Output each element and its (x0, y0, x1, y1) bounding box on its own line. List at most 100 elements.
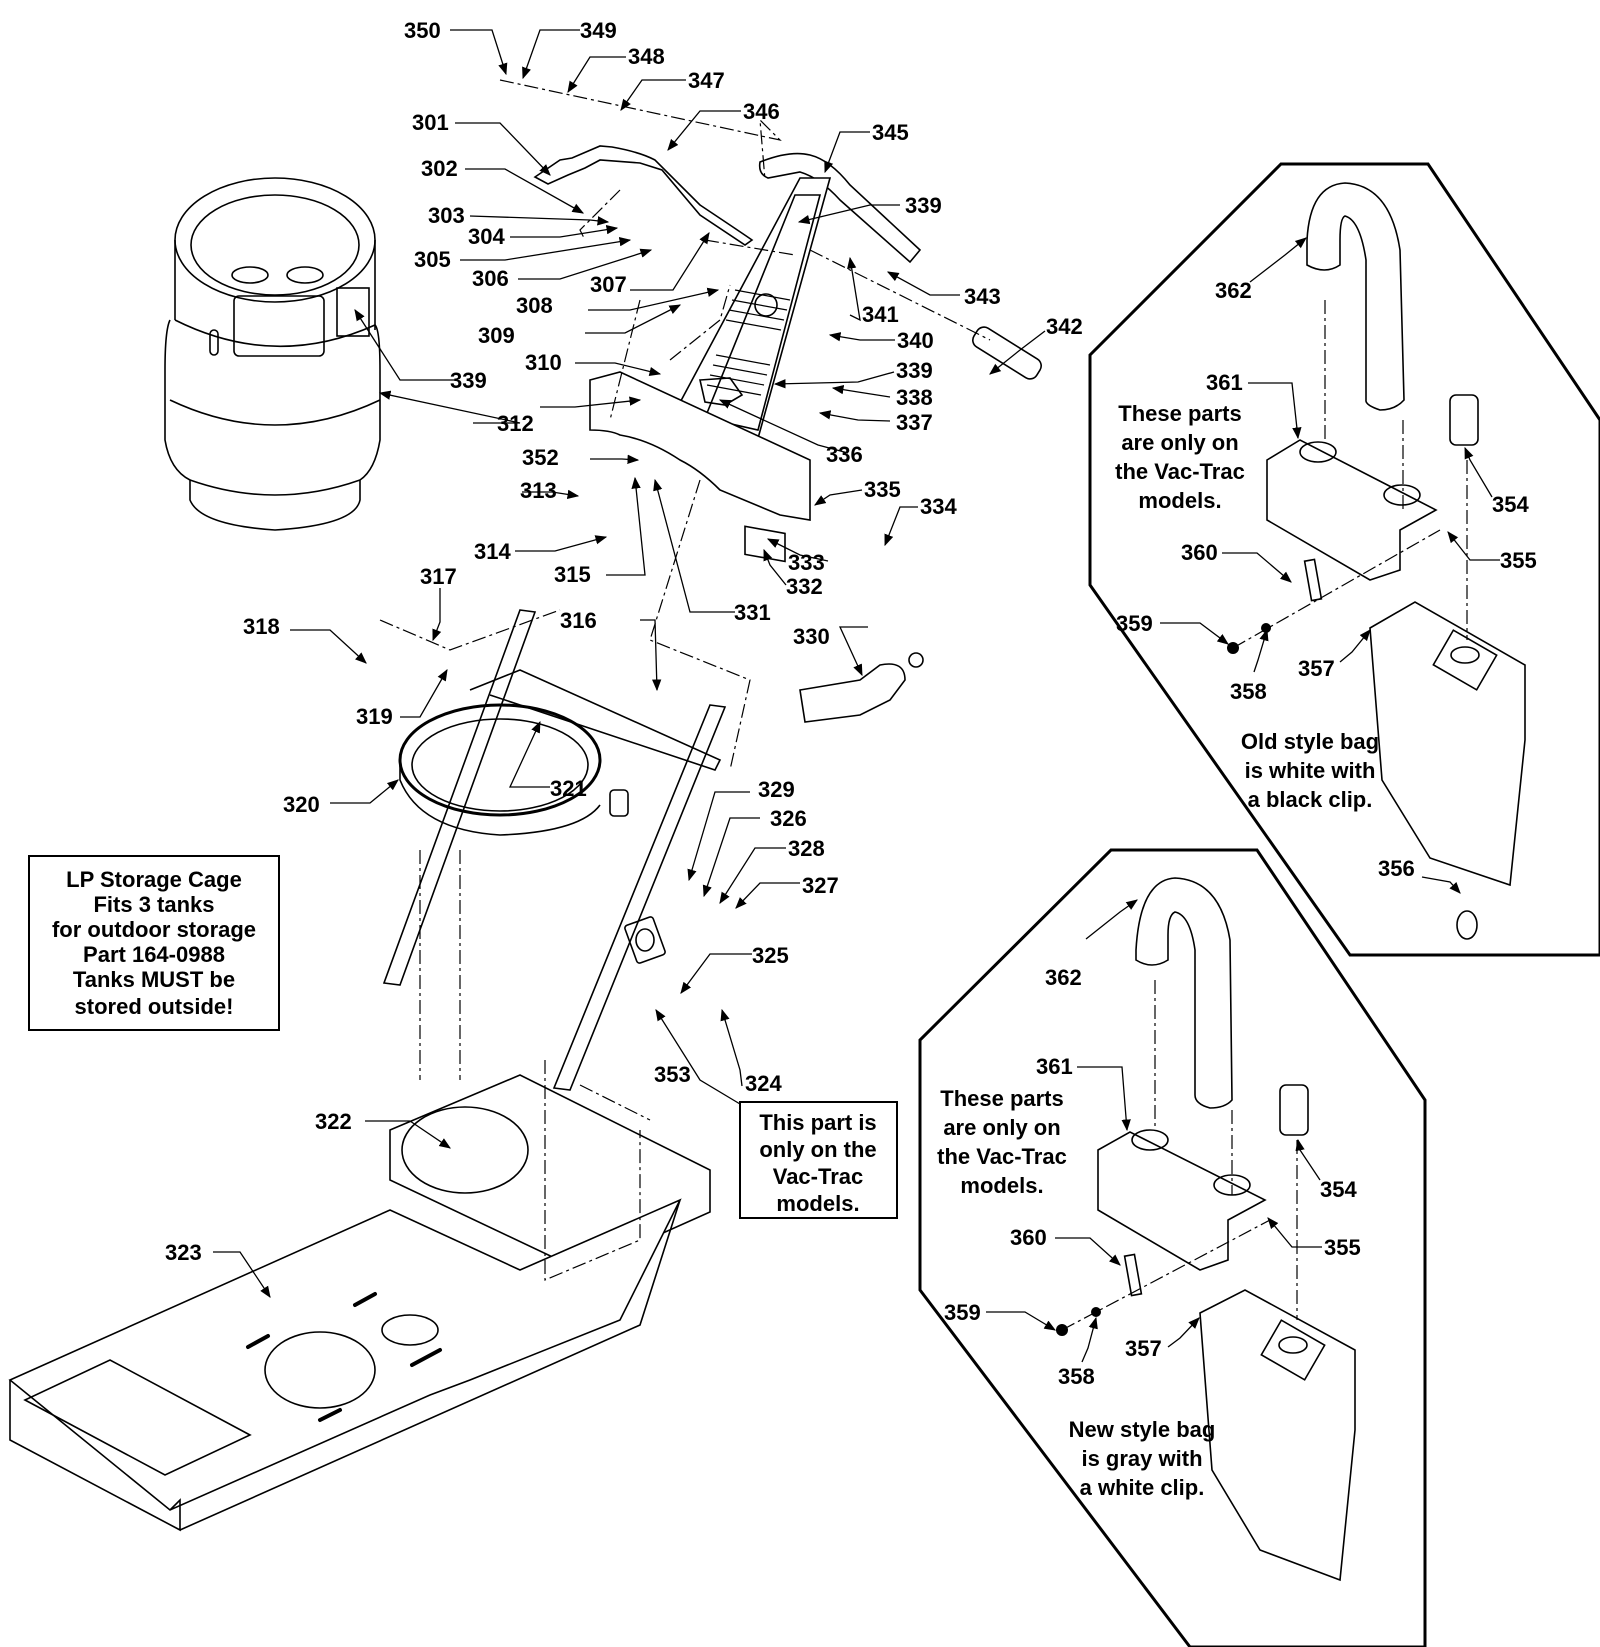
callout-357-lower: 357 (1125, 1336, 1162, 1361)
callout-348: 348 (628, 44, 665, 69)
base-frame (8, 1074, 711, 1532)
note-lower-vac-trac: These parts are only on the Vac-Trac mod… (937, 1086, 1067, 1198)
grip-342 (972, 326, 1042, 380)
callout-314: 314 (474, 539, 511, 564)
callout-334: 334 (920, 494, 957, 519)
note-lp-storage-cage: LP Storage Cage Fits 3 tanks for outdoor… (28, 855, 280, 1031)
note-line: are only on (1121, 430, 1238, 455)
note-line: are only on (943, 1115, 1060, 1140)
note-line: stored outside! (75, 994, 234, 1019)
callout-310: 310 (525, 350, 562, 375)
callout-320: 320 (283, 792, 320, 817)
note-line: Part 164-0988 (83, 942, 225, 967)
inset-new-style-bag (918, 848, 1427, 1647)
note-upper-vac-trac: These parts are only on the Vac-Trac mod… (1115, 401, 1245, 513)
callout-356-upper: 356 (1378, 856, 1415, 881)
note-line: models. (960, 1173, 1043, 1198)
callout-leaders (213, 29, 1500, 1363)
callout-339-tank: 339 (450, 368, 487, 393)
callout-360-lower: 360 (1010, 1225, 1047, 1250)
callout-335: 335 (864, 477, 901, 502)
callout-358-upper: 358 (1230, 679, 1267, 704)
callout-345: 345 (872, 120, 909, 145)
cover-plate-322 (401, 1106, 529, 1194)
callout-337: 337 (896, 410, 933, 435)
callout-330: 330 (793, 624, 830, 649)
callout-303: 303 (428, 203, 465, 228)
callout-319: 319 (356, 704, 393, 729)
callout-305: 305 (414, 247, 451, 272)
callout-312: 312 (497, 411, 534, 436)
callout-347: 347 (688, 68, 725, 93)
note-line: Tanks MUST be (73, 967, 235, 992)
callout-332: 332 (786, 574, 823, 599)
callout-360-upper: 360 (1181, 540, 1218, 565)
callout-346: 346 (743, 99, 780, 124)
callout-339-console: 339 (905, 193, 942, 218)
callout-355-lower: 355 (1324, 1235, 1361, 1260)
callout-306: 306 (472, 266, 509, 291)
callout-361-lower: 361 (1036, 1054, 1073, 1079)
callout-labels: 350 349 348 347 346 301 302 303 304 305 … (165, 18, 1537, 1389)
callout-355-upper: 355 (1500, 548, 1537, 573)
callout-325: 325 (752, 943, 789, 968)
note-line: These parts (1118, 401, 1242, 426)
callout-349: 349 (580, 18, 617, 43)
callout-329: 329 (758, 777, 795, 802)
callout-328: 328 (788, 836, 825, 861)
note-line: These parts (940, 1086, 1064, 1111)
assembly-centerlines (379, 79, 991, 1281)
note-vac-trac-part: This part is only on the Vac-Trac models… (739, 1101, 898, 1219)
callout-342: 342 (1046, 314, 1083, 339)
callout-336: 336 (826, 442, 863, 467)
note-line: LP Storage Cage (66, 867, 242, 892)
support-arms (382, 609, 727, 1091)
note-line: a black clip. (1248, 787, 1373, 812)
callout-317: 317 (420, 564, 457, 589)
callout-321: 321 (550, 776, 587, 801)
callout-338: 338 (896, 385, 933, 410)
callout-304: 304 (468, 224, 505, 249)
callout-309: 309 (478, 323, 515, 348)
note-old-style-bag: Old style bag is white with a black clip… (1241, 729, 1379, 812)
callout-302: 302 (421, 156, 458, 181)
callout-324: 324 (745, 1071, 782, 1096)
callout-315: 315 (554, 562, 591, 587)
lp-tank (164, 177, 381, 531)
callout-359-lower: 359 (944, 1300, 981, 1325)
note-line: only on the (759, 1137, 876, 1162)
callout-313: 313 (520, 478, 557, 503)
handle-console (589, 177, 832, 563)
callout-362-lower: 362 (1045, 965, 1082, 990)
note-line: a white clip. (1080, 1475, 1205, 1500)
note-line: for outdoor storage (52, 917, 256, 942)
callout-354-lower: 354 (1320, 1177, 1357, 1202)
note-line: Vac-Trac (773, 1164, 864, 1189)
callout-327: 327 (802, 873, 839, 898)
note-line: This part is (759, 1110, 876, 1135)
note-line: the Vac-Trac (937, 1144, 1067, 1169)
callout-316: 316 (560, 608, 597, 633)
note-line: models. (776, 1191, 859, 1216)
callout-318: 318 (243, 614, 280, 639)
note-line: New style bag (1069, 1417, 1216, 1442)
callout-301: 301 (412, 110, 449, 135)
callout-362-upper: 362 (1215, 278, 1252, 303)
callout-339-decal: 339 (896, 358, 933, 383)
callout-340: 340 (897, 328, 934, 353)
note-line: Old style bag (1241, 729, 1379, 754)
callout-357-upper: 357 (1298, 656, 1335, 681)
callout-322: 322 (315, 1109, 352, 1134)
callout-326: 326 (770, 806, 807, 831)
callout-331: 331 (734, 600, 771, 625)
note-line: models. (1138, 488, 1221, 513)
callout-361-upper: 361 (1206, 370, 1243, 395)
note-line: the Vac-Trac (1115, 459, 1245, 484)
callout-333: 333 (788, 550, 825, 575)
callout-307: 307 (590, 272, 627, 297)
callout-343: 343 (964, 284, 1001, 309)
note-new-style-bag: New style bag is gray with a white clip. (1069, 1417, 1216, 1500)
callout-358-lower: 358 (1058, 1364, 1095, 1389)
note-line: is white with (1245, 758, 1376, 783)
